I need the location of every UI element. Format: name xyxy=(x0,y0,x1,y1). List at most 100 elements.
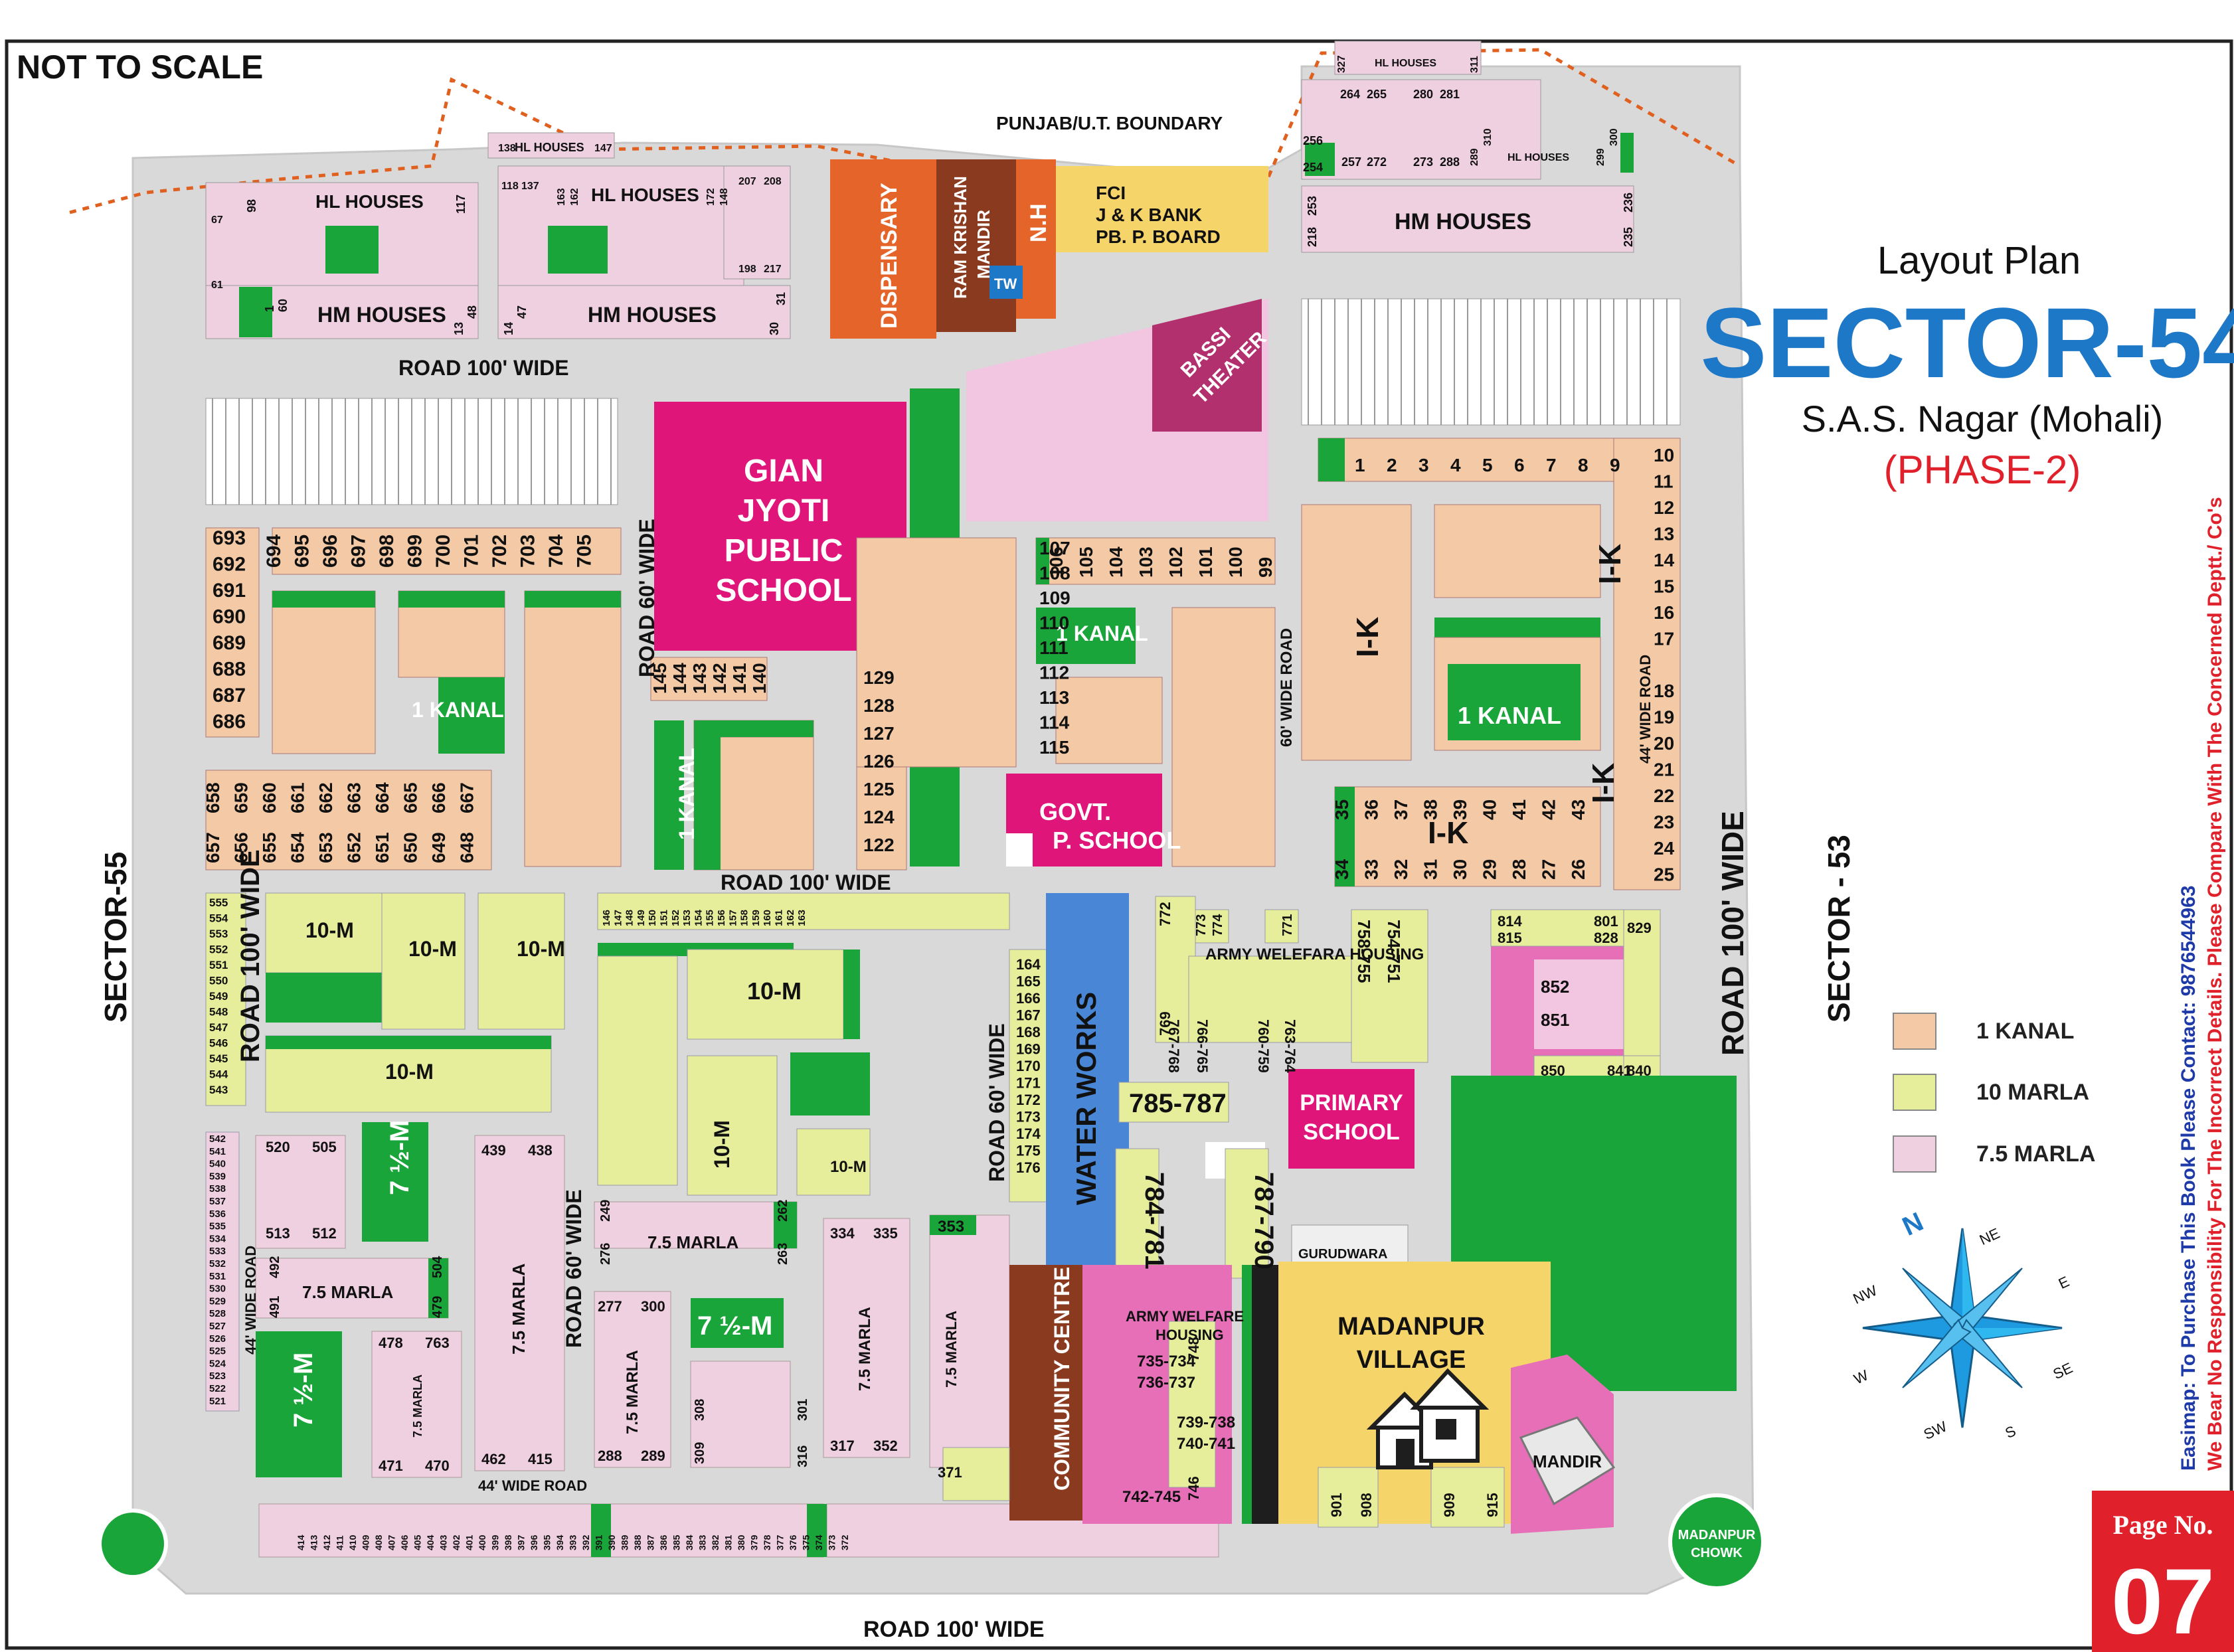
plot-number: 18 xyxy=(1654,681,1674,701)
marla-75-label-1: 7.5 MARLA xyxy=(647,1232,738,1252)
plot-number: 35 xyxy=(1332,799,1352,820)
plot-number: 541 xyxy=(209,1146,226,1157)
plot-number: 164 xyxy=(1016,956,1041,973)
plot-138: 138 xyxy=(498,143,516,154)
plot-number: 147 xyxy=(612,910,624,926)
plot-number: 102 xyxy=(1165,546,1186,578)
plot-901: 901 xyxy=(1328,1493,1345,1517)
plot-number: 160 xyxy=(762,910,773,926)
plot-814: 814 xyxy=(1498,913,1522,930)
plot-number: 387 xyxy=(645,1534,656,1550)
plot-number: 37 xyxy=(1391,799,1411,820)
plot-218: 218 xyxy=(1306,227,1319,247)
plot-471: 471 xyxy=(379,1457,403,1474)
plot-236: 236 xyxy=(1622,193,1635,212)
legend-swatch-kanal xyxy=(1893,1013,1936,1050)
label-758-755: 758-755 xyxy=(1354,920,1374,983)
plot-number: 695 xyxy=(292,535,313,568)
plot-number: 547 xyxy=(209,1021,228,1034)
plot-148: 148 xyxy=(719,188,730,206)
plot-number: 693 xyxy=(213,527,246,549)
plot-number: 390 xyxy=(606,1534,617,1550)
plot-208: 208 xyxy=(764,176,782,187)
compass-sw: SW xyxy=(1921,1418,1950,1443)
central-kanal-blocks xyxy=(856,438,1681,890)
plot-number: 650 xyxy=(400,832,421,863)
ten-m-label-4: 10-M xyxy=(517,937,565,961)
plot-number: 382 xyxy=(710,1534,721,1550)
legend-swatch-75-marla xyxy=(1893,1135,1936,1173)
plot-number: 409 xyxy=(361,1534,371,1550)
plot-118: 118 xyxy=(501,181,519,192)
plot-number: 100 xyxy=(1225,546,1246,578)
plot-number: 145 xyxy=(649,663,670,694)
plot-number: 7 xyxy=(1546,455,1557,475)
plot-number: 154 xyxy=(693,909,704,926)
plot-number: 552 xyxy=(209,944,228,956)
plot-number: 531 xyxy=(209,1271,226,1282)
road-60-c: ROAD 60' WIDE xyxy=(562,1189,586,1348)
plot-number: 158 xyxy=(739,910,750,926)
plot-number: 168 xyxy=(1016,1024,1041,1040)
plot-number: 404 xyxy=(425,1534,436,1550)
plot-number: 654 xyxy=(288,832,308,863)
plot-172: 172 xyxy=(705,188,717,206)
hl-houses-label-4: HL HOUSES xyxy=(515,141,584,154)
plot-number: 3 xyxy=(1418,455,1429,475)
army-welfare-label: ARMY WELEFARA HOUSING xyxy=(1205,946,1424,963)
plot-number: 697 xyxy=(348,535,370,568)
punjab-ut-boundary-line xyxy=(69,48,1741,214)
plot-number: 36 xyxy=(1361,799,1382,820)
plot-number: 176 xyxy=(1016,1159,1041,1176)
plot-number: 42 xyxy=(1539,799,1559,820)
plot-number: 378 xyxy=(762,1534,772,1550)
road-44-a: 44' WIDE ROAD xyxy=(242,1246,259,1355)
army-773 xyxy=(1195,909,1229,944)
block-785-787 xyxy=(1118,1082,1229,1123)
plot-30: 30 xyxy=(768,322,781,335)
one-kanal-label-2: 1 KANAL xyxy=(1056,621,1148,645)
plot-number: 165 xyxy=(1016,973,1041,990)
marla-75-label-6: 7.5 MARLA xyxy=(943,1311,960,1388)
govt-school-line-1: GOVT. xyxy=(1039,798,1111,825)
plot-number: 170 xyxy=(1016,1058,1041,1074)
plot-number: 25 xyxy=(1654,865,1674,885)
one-kanal-label-1: 1 KANAL xyxy=(412,698,504,722)
marla-75-label-2: 7.5 MARLA xyxy=(302,1282,393,1302)
plot-number: 652 xyxy=(344,832,365,863)
compass-se: SE xyxy=(2051,1359,2075,1382)
page-number: 07 xyxy=(2111,1549,2215,1652)
plot-300: 300 xyxy=(641,1298,665,1315)
plot-257: 257 xyxy=(1341,155,1361,169)
plot-number: 159 xyxy=(750,910,762,926)
plot-number: 553 xyxy=(209,928,228,940)
plot-352: 352 xyxy=(873,1438,898,1454)
plot-353: 353 xyxy=(938,1218,964,1236)
plot-number: 27 xyxy=(1539,859,1559,880)
plot-520: 520 xyxy=(266,1139,290,1155)
plot-289-north: 289 xyxy=(1469,148,1480,166)
ik-label-4: I-K xyxy=(1428,815,1468,850)
hm-houses-label-2: HM HOUSES xyxy=(588,303,717,327)
plot-number: 376 xyxy=(788,1534,798,1550)
plot-number: 694 xyxy=(263,535,285,568)
plot-850: 850 xyxy=(1541,1062,1565,1079)
plot-number: 548 xyxy=(209,1006,228,1019)
plot-number: 705 xyxy=(574,535,596,568)
plot-number: 704 xyxy=(545,535,567,568)
plot-249: 249 xyxy=(598,1200,613,1222)
plot-number: 698 xyxy=(376,535,398,568)
mandir-diamond xyxy=(1519,1416,1616,1506)
ten-m-label-1: 10-M xyxy=(305,918,354,942)
plot-number: 703 xyxy=(517,535,539,568)
plot-number: 148 xyxy=(624,910,636,926)
plot-number: 161 xyxy=(774,910,785,926)
road-west-label: ROAD 100' WIDE xyxy=(236,849,265,1062)
plot-number: 702 xyxy=(489,535,511,568)
plot-number: 167 xyxy=(1016,1007,1041,1024)
army2-line-1: ARMY WELFARE xyxy=(1126,1308,1244,1325)
plot-number: 666 xyxy=(428,782,449,813)
marla-75-label-3: 7.5 MARLA xyxy=(509,1264,529,1355)
plot-number: 542 xyxy=(209,1133,226,1145)
